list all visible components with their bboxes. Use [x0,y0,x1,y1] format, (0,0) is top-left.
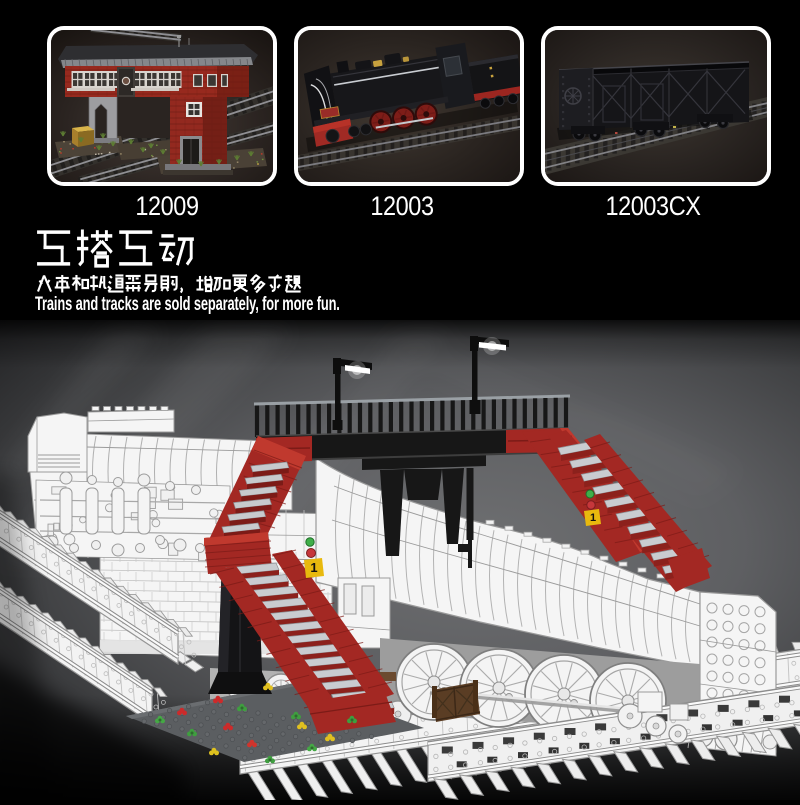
svg-text:1: 1 [590,512,596,524]
svg-text:1: 1 [310,560,317,575]
